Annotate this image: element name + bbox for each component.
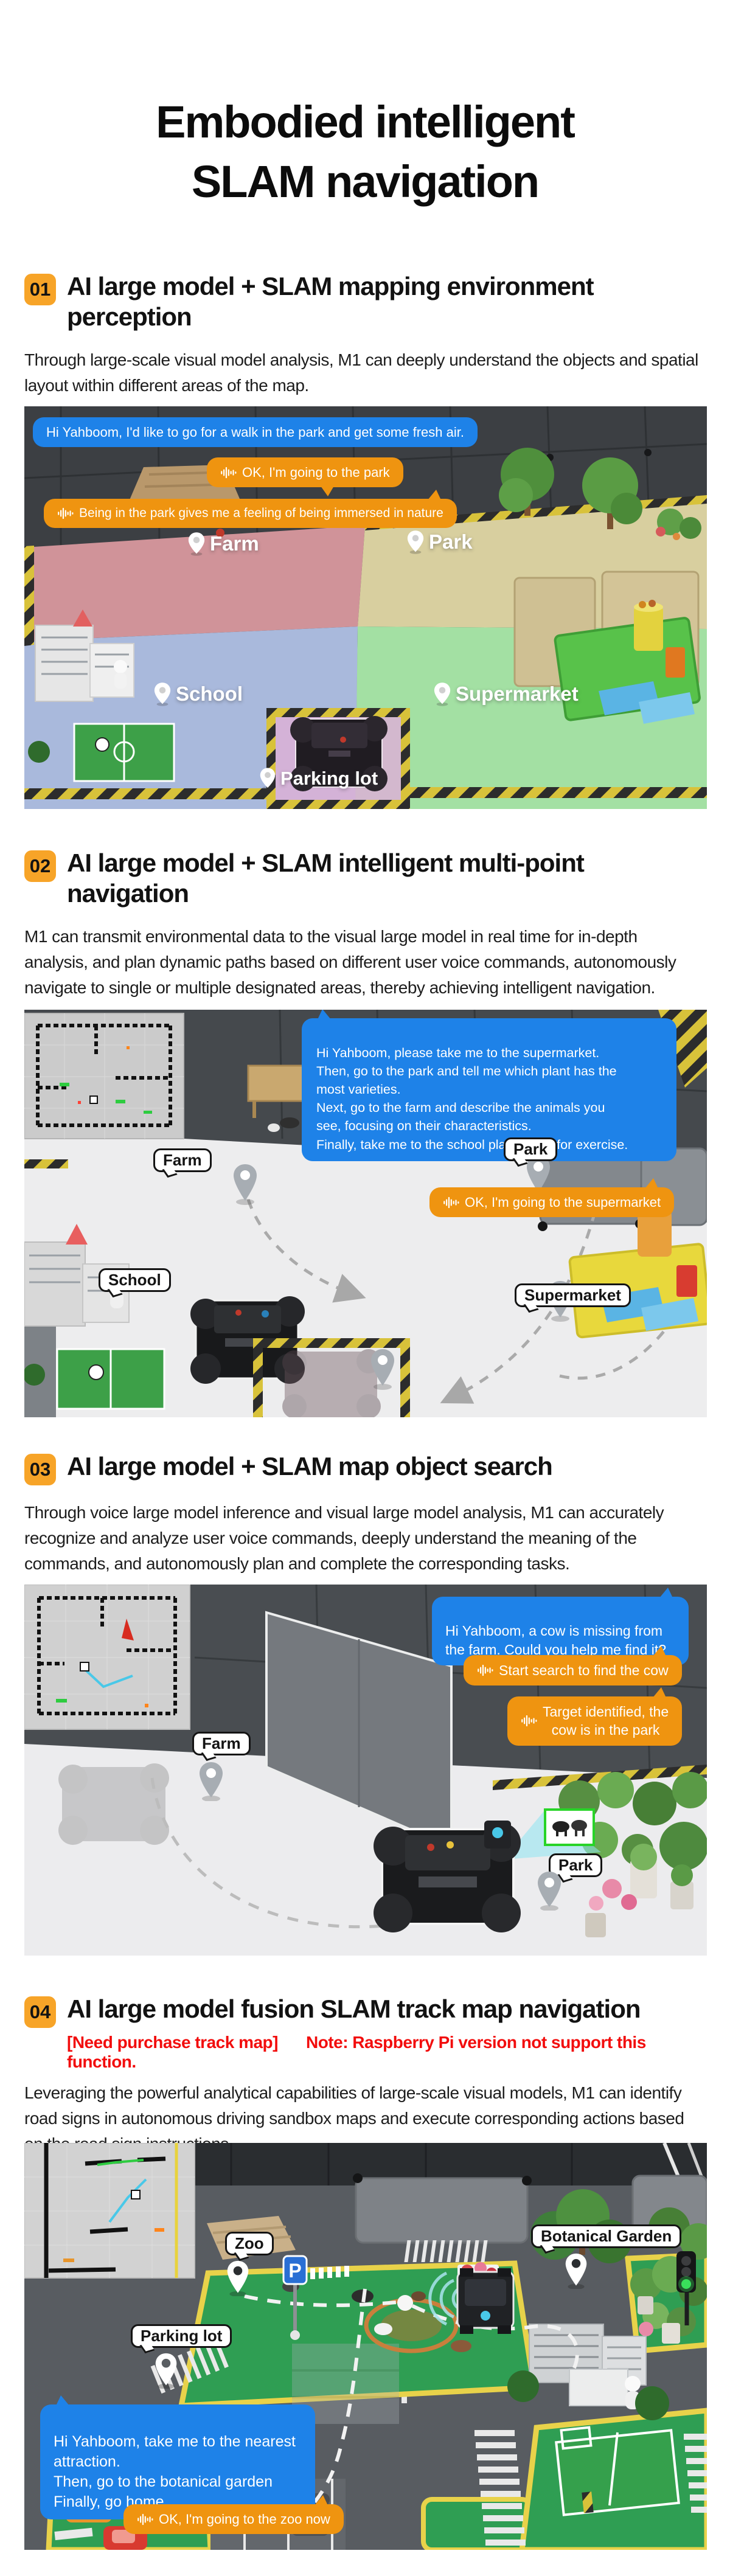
map-label-school-text: School <box>108 1271 161 1289</box>
section-01: 01 AI large model + SLAM mapping environ… <box>24 271 707 398</box>
section-04-note: [Need purchase track map]Note: Raspberry… <box>67 2033 707 2072</box>
scene2-user-bubble: Hi Yahboom, please take me to the superm… <box>302 1010 676 1161</box>
scene-track-map-navigation: P Zoo Botanical Garden <box>24 2143 707 2550</box>
scene2-user-bubble-text: Hi Yahboom, please take me to the superm… <box>316 1046 628 1152</box>
area-label-school-text: School <box>176 682 243 705</box>
section-02: 02 AI large model + SLAM intelligent mul… <box>24 848 707 1001</box>
voice-icon <box>137 2513 153 2525</box>
area-label-farm-text: Farm <box>210 532 259 555</box>
section-02-body: M1 can transmit environmental data to th… <box>24 926 676 997</box>
pin-icon <box>260 768 276 790</box>
map-label-supermarket-text: Supermarket <box>524 1286 621 1304</box>
map-label-park: Park <box>549 1853 603 1877</box>
area-label-parking-lot-text: Parking lot <box>280 768 378 789</box>
scene1-user-bubble: Hi Yahboom, I'd like to go for a walk in… <box>33 417 478 448</box>
pin-icon <box>434 682 451 706</box>
scene4-user-bubble-text: Hi Yahboom, take me to the nearest attra… <box>54 2433 296 2510</box>
pin-icon <box>563 2252 589 2292</box>
page-title-line2: SLAM navigation <box>191 156 540 207</box>
pin-icon <box>154 682 171 706</box>
scene3-robot-bubble-2-text: Target identified, the cow is in the par… <box>543 1704 669 1738</box>
section-02-badge: 02 <box>24 850 56 882</box>
map-label-zoo: Zoo <box>225 2232 274 2255</box>
scene1-robot-bubble-1: OK, I'm going to the park <box>207 457 403 497</box>
map-label-farm: Farm <box>153 1148 212 1172</box>
scene3-robot-bubble-1: Start search to find the cow <box>464 1645 682 1686</box>
scene4-robot-bubble-text: OK, I'm going to the zoo now <box>159 2512 330 2527</box>
area-label-supermarket-text: Supermarket <box>456 682 579 705</box>
pin-icon <box>407 530 424 554</box>
voice-icon <box>221 467 237 478</box>
pin-icon <box>188 532 205 556</box>
voice-icon <box>443 1196 459 1208</box>
parking-sign-letter: P <box>288 2260 301 2282</box>
pin-icon <box>535 1870 563 1914</box>
section-02-heading: AI large model + SLAM intelligent multi-… <box>67 849 585 908</box>
section-01-heading: AI large model + SLAM mapping environmen… <box>67 272 594 332</box>
scene1-robot-bubble-2-text: Being in the park gives me a feeling of … <box>79 506 443 520</box>
map-label-farm-text: Farm <box>202 1734 241 1752</box>
scene1-robot-bubble-2: Being in the park gives me a feeling of … <box>44 490 457 528</box>
section-03-body: Through voice large model inference and … <box>24 1503 664 1573</box>
voice-icon <box>478 1665 493 1676</box>
area-label-school: School <box>153 681 243 707</box>
voice-icon <box>58 507 74 519</box>
scene3-user-bubble: Hi Yahboom, a cow is missing from the fa… <box>432 1587 689 1666</box>
section-04-note-bracket: [Need purchase track map] <box>67 2033 278 2052</box>
section-03: 03 AI large model + SLAM map object sear… <box>24 1451 707 1577</box>
section-01-body: Through large-scale visual model analysi… <box>24 350 698 395</box>
pin-icon <box>197 1761 225 1804</box>
map-label-school: School <box>99 1268 171 1292</box>
voice-icon <box>521 1715 537 1727</box>
pin-icon <box>153 2352 179 2392</box>
scene-multipoint-navigation: Hi Yahboom, please take me to the superm… <box>24 1010 707 1417</box>
map-label-park-text: Park <box>513 1140 548 1158</box>
area-label-supermarket: Supermarket <box>433 681 579 707</box>
scene3-robot-bubble-2: Target identified, the cow is in the par… <box>507 1687 683 1746</box>
section-04-heading: AI large model fusion SLAM track map nav… <box>67 1994 641 2023</box>
map-label-zoo-text: Zoo <box>235 2234 264 2252</box>
area-label-park-text: Park <box>429 530 473 553</box>
scene-object-search: Hi Yahboom, a cow is missing from the fa… <box>24 1585 707 1956</box>
section-03-heading: AI large model + SLAM map object search <box>67 1452 553 1481</box>
area-label-parking-lot: Parking lot <box>259 766 378 791</box>
map-label-farm-text: Farm <box>163 1151 202 1169</box>
map-label-botanical-garden: Botanical Garden <box>531 2224 682 2248</box>
map-label-park: Park <box>504 1137 558 1161</box>
map-label-parking-lot-text: Parking lot <box>141 2327 223 2345</box>
area-label-farm: Farm <box>187 531 259 557</box>
pin-icon <box>225 2260 251 2299</box>
scene2-robot-bubble-text: OK, I'm going to the supermarket <box>465 1195 661 1210</box>
scene3-robot-bubble-1-text: Start search to find the cow <box>499 1662 669 1678</box>
scene2-robot-bubble: OK, I'm going to the supermarket <box>429 1178 675 1218</box>
section-04-badge: 04 <box>24 1996 56 2028</box>
scene-mapping-perception: Hi Yahboom, I'd like to go for a walk in… <box>24 406 707 809</box>
map-label-botanical-garden-text: Botanical Garden <box>541 2227 672 2245</box>
scene1-user-bubble-text: Hi Yahboom, I'd like to go for a walk in… <box>46 425 464 440</box>
map-label-farm: Farm <box>192 1732 251 1755</box>
page-title: Embodied intelligent SLAM navigation <box>0 92 730 212</box>
map-label-park-text: Park <box>558 1856 593 1874</box>
scene4-robot-bubble: OK, I'm going to the zoo now <box>123 2494 344 2535</box>
section-01-badge: 01 <box>24 274 56 305</box>
page-title-line1: Embodied intelligent <box>156 97 575 147</box>
section-04-note-text: Note: Raspberry Pi version not support t… <box>67 2033 646 2071</box>
section-03-badge: 03 <box>24 1454 56 1485</box>
area-label-park: Park <box>406 529 473 555</box>
scene1-robot-bubble-1-text: OK, I'm going to the park <box>242 465 390 480</box>
scene3-user-bubble-text: Hi Yahboom, a cow is missing from the fa… <box>445 1623 666 1658</box>
section-04: 04 AI large model fusion SLAM track map … <box>24 1994 707 2157</box>
map-label-parking-lot: Parking lot <box>131 2324 232 2348</box>
scene4-user-bubble: Hi Yahboom, take me to the nearest attra… <box>40 2395 315 2519</box>
map-label-supermarket: Supermarket <box>515 1283 631 1307</box>
